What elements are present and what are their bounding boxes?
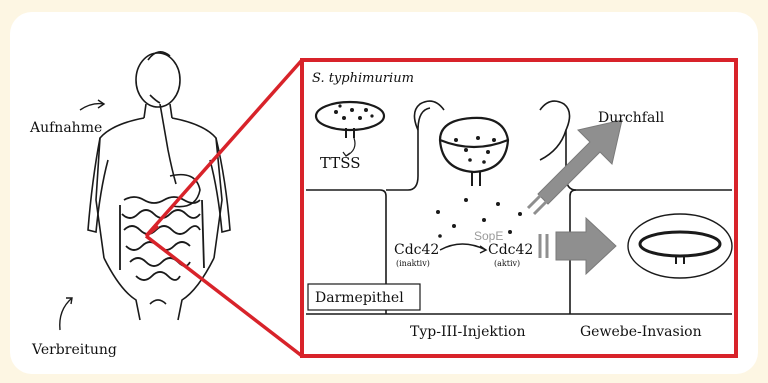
label-ttss: TTSS xyxy=(320,154,361,172)
label-cdc42-left-state: (inaktiv) xyxy=(396,259,430,268)
label-cdc42-right-state: (aktiv) xyxy=(494,259,520,268)
label-typ-iii: Typ-III-Injektion xyxy=(410,324,525,340)
vacuole-bacterium-icon xyxy=(628,214,732,278)
label-aufnahme: Aufnahme xyxy=(29,120,102,136)
label-cdc42-right: Cdc42 xyxy=(488,242,533,258)
label-cdc42-left: Cdc42 xyxy=(394,242,439,258)
label-gewebe: Gewebe-Invasion xyxy=(580,324,702,340)
label-darmepithel: Darmepithel xyxy=(315,290,404,306)
label-sope: SopE xyxy=(474,229,503,243)
label-species: S. typhimurium xyxy=(312,71,414,86)
label-durchfall: Durchfall xyxy=(598,110,665,126)
label-verbreitung: Verbreitung xyxy=(31,342,117,358)
